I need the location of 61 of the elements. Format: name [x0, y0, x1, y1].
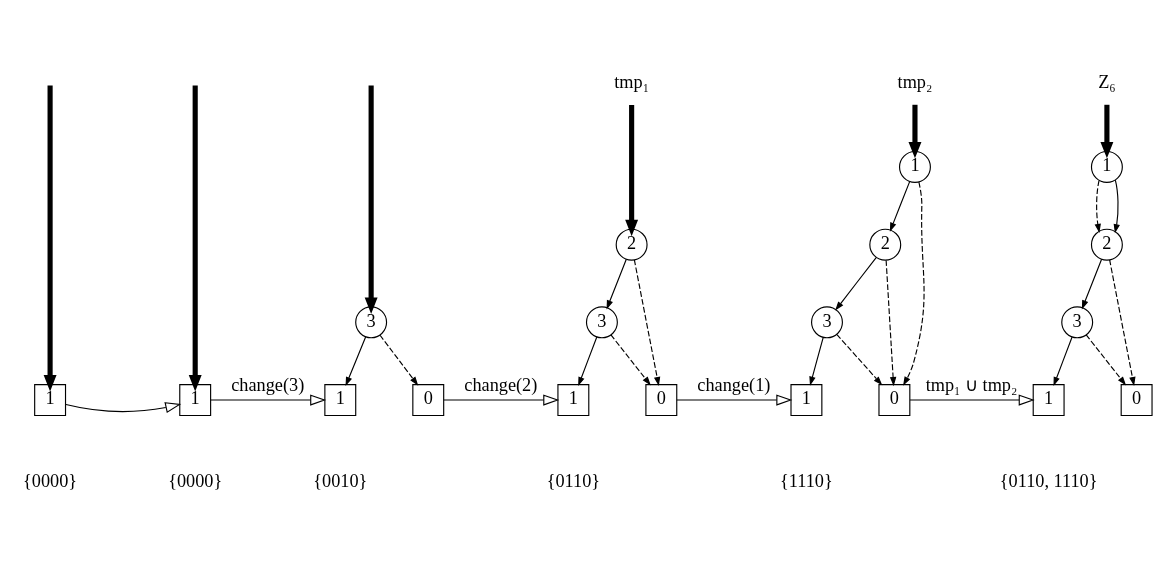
node-box: 1	[790, 383, 823, 416]
arrow	[889, 180, 911, 232]
arrow	[633, 258, 661, 386]
node-circle: 2	[1090, 228, 1123, 261]
node-box: 1	[324, 383, 357, 416]
node-text: tmp₁	[614, 71, 650, 92]
node-circle: 2	[615, 228, 648, 261]
arrow	[43, 84, 57, 391]
arrow	[578, 335, 598, 386]
arrow	[676, 393, 793, 406]
arrow	[1094, 179, 1101, 233]
edge-label: change(3)	[231, 374, 305, 395]
node-label: {0000}	[23, 470, 78, 491]
arrow	[606, 258, 627, 309]
node-label: {0010}	[313, 470, 368, 491]
arrow	[909, 393, 1035, 406]
edge-label: tmp₁ ∪ tmp₂	[925, 374, 1018, 395]
node-box: 0	[645, 383, 678, 416]
node-box: 0	[878, 383, 911, 416]
arrow	[188, 84, 202, 391]
arrow	[1081, 258, 1103, 309]
arrow	[625, 104, 639, 236]
node-circle: 3	[811, 305, 843, 338]
node-text: tmp₂	[897, 71, 933, 92]
arrow	[1113, 179, 1120, 233]
node-circle: 1	[1090, 150, 1123, 183]
arrow	[65, 401, 182, 413]
arrow	[1100, 104, 1114, 158]
arrow	[1085, 333, 1127, 386]
arrow	[903, 181, 925, 386]
node-label: {0000}	[168, 470, 223, 491]
node-box: 0	[1120, 383, 1153, 416]
arrow	[379, 334, 419, 386]
node-circle: 1	[898, 150, 931, 183]
arrow	[1109, 258, 1136, 386]
edge-label: change(2)	[464, 374, 538, 395]
arrow	[908, 104, 922, 158]
arrow	[836, 333, 883, 385]
node-box: 1	[179, 383, 212, 416]
node-circle: 2	[869, 228, 902, 261]
node-circle: 3	[585, 305, 618, 338]
node-label: {0110}	[546, 470, 601, 491]
node-box: 1	[557, 383, 590, 416]
node-box: 1	[1032, 383, 1065, 416]
node-label: {1110}	[780, 470, 833, 491]
node-circle: 3	[355, 305, 388, 338]
arrow	[345, 335, 367, 386]
node-box: 1	[34, 383, 67, 416]
edge-label: change(1)	[697, 374, 771, 395]
arrow	[885, 259, 897, 386]
node-circle: 3	[1061, 305, 1094, 338]
arrow	[610, 333, 651, 386]
node-box: 0	[412, 383, 445, 416]
arrow	[364, 84, 378, 314]
arrow	[809, 336, 824, 386]
node-text: Z₆	[1098, 71, 1116, 92]
node-label: {0110, 1110}	[999, 470, 1098, 491]
arrow	[835, 256, 877, 311]
arrow	[443, 393, 560, 406]
arrow	[1053, 335, 1073, 386]
arrow	[210, 393, 327, 406]
